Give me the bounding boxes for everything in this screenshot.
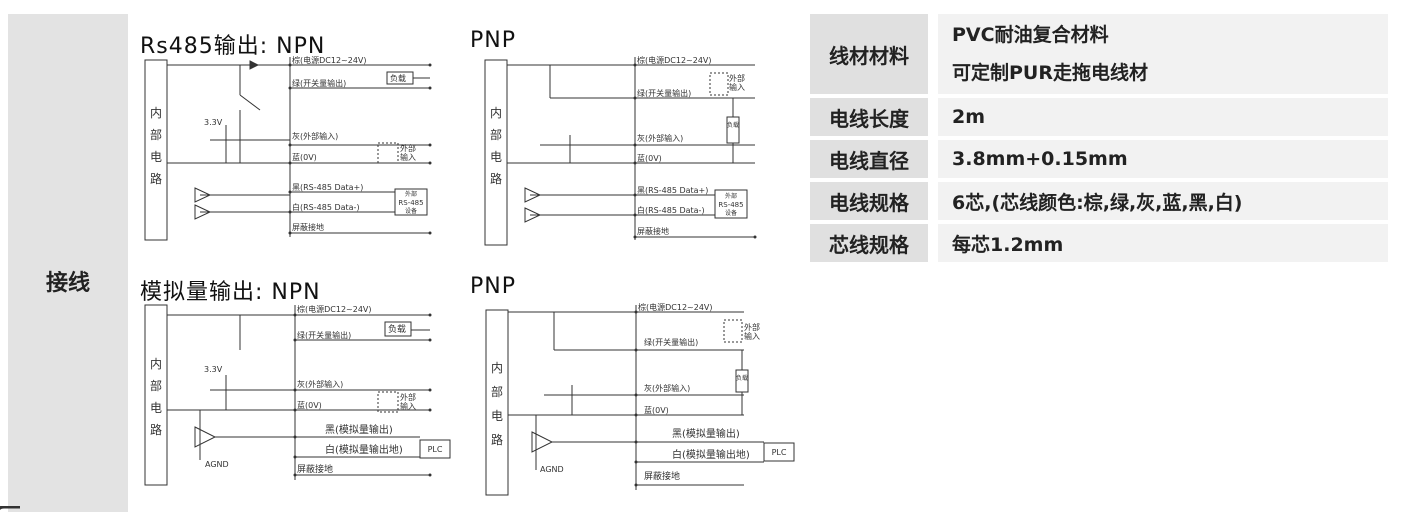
wire-white: 白(RS-485 Data-) <box>637 205 705 215</box>
internal-char-4: 路 <box>491 432 503 447</box>
wire-black: 黑(RS-485 Data+) <box>637 186 708 195</box>
spec-table: 线材材料 PVC耐油复合材料 可定制PUR走拖电线材 电线长度 2m 电线直径 … <box>810 14 1388 266</box>
internal-char-4: 路 <box>150 171 162 186</box>
wire-shield: 屏蔽接地 <box>292 222 324 232</box>
internal-char-1: 内 <box>150 357 162 371</box>
device-1: 外部 <box>725 192 737 200</box>
spec-key: 芯线规格 <box>810 224 938 266</box>
internal-char-3: 电 <box>150 150 162 164</box>
spec-row-core: 芯线规格 每芯1.2mm <box>810 224 1388 266</box>
wire-brown: 棕(电源DC12~24V) <box>292 55 367 65</box>
wire-black: 黑(RS-485 Data+) <box>292 183 363 192</box>
spec-value: PVC耐油复合材料 可定制PUR走拖电线材 <box>938 14 1388 98</box>
plc-label: PLC <box>772 448 787 457</box>
internal-char-1: 内 <box>150 106 162 120</box>
wire-shield: 屏蔽接地 <box>644 470 680 482</box>
load-label: 负载 <box>727 121 739 129</box>
spec-row-spec: 电线规格 6芯,(芯线颜色:棕,绿,灰,蓝,黑,白) <box>810 182 1388 224</box>
wire-brown: 棕(电源DC12~24V) <box>637 55 712 65</box>
spec-value: 2m <box>938 98 1388 140</box>
circuit-diagram-analog-npn: 内 部 电 路 3.3V AGND 棕(电源DC12~24V) 绿(开关量输出)… <box>144 304 451 486</box>
spec-value-line: 可定制PUR走拖电线材 <box>952 62 1148 84</box>
ext-input-1: 外部 <box>400 392 416 402</box>
circuit-title-rs485-pnp: PNP <box>470 28 516 53</box>
circuit-title-analog-pnp: PNP <box>470 274 516 299</box>
internal-char-4: 路 <box>490 171 502 186</box>
spec-value-line: PVC耐油复合材料 <box>952 24 1109 46</box>
spec-value: 6芯,(芯线颜色:棕,绿,灰,蓝,黑,白) <box>938 182 1388 224</box>
ext-input-1: 外部 <box>729 73 745 83</box>
spec-key: 电线直径 <box>810 140 938 182</box>
ext-input-2: 输入 <box>400 401 416 411</box>
spec-row-length: 电线长度 2m <box>810 98 1388 140</box>
internal-char-3: 电 <box>491 409 503 423</box>
wire-green: 绿(开关量输出) <box>644 337 698 347</box>
load-label: 负载 <box>736 374 748 382</box>
wire-black: 黑(模拟量输出) <box>672 427 740 440</box>
internal-char-3: 电 <box>490 150 502 164</box>
wire-brown: 棕(电源DC12~24V) <box>638 302 713 312</box>
wire-green: 绿(开关量输出) <box>297 330 351 340</box>
internal-char-1: 内 <box>491 361 503 375</box>
wire-blue: 蓝(0V) <box>637 153 662 163</box>
ext-input-2: 输入 <box>729 82 745 92</box>
corner-fragment <box>0 506 20 510</box>
circuit-title-rs485-npn: Rs485输出: NPN <box>140 34 326 59</box>
wire-brown: 棕(电源DC12~24V) <box>297 304 372 314</box>
wire-blue: 蓝(0V) <box>297 400 322 410</box>
device-1: 外部 <box>405 190 417 198</box>
device-3: 设备 <box>725 209 737 217</box>
spec-value: 每芯1.2mm <box>938 224 1388 266</box>
spec-row-material: 线材材料 PVC耐油复合材料 可定制PUR走拖电线材 <box>810 14 1388 98</box>
agnd-label: AGND <box>540 465 564 474</box>
internal-char-2: 部 <box>490 127 502 142</box>
device-3: 设备 <box>405 207 417 215</box>
circuit-diagram-analog-pnp: 内 部 电 路 AGND 棕(电源DC12~24V) 绿(开关量输出) 灰(外部… <box>485 302 795 496</box>
wire-white: 白(模拟量输出地) <box>672 448 750 461</box>
ext-input-2: 输入 <box>744 331 760 341</box>
ext-input-1: 外部 <box>400 143 416 153</box>
wire-green: 绿(开关量输出) <box>292 78 346 88</box>
internal-char-4: 路 <box>150 422 162 437</box>
wiring-label-band <box>8 14 128 512</box>
wire-blue: 蓝(0V) <box>644 405 669 415</box>
internal-char-3: 电 <box>150 401 162 415</box>
device-2: RS-485 <box>398 199 423 207</box>
voltage-label: 3.3V <box>204 118 223 127</box>
wire-gray: 灰(外部输入) <box>297 379 343 389</box>
circuit-diagram-rs485-npn: 内 部 电 路 3.3V 棕(电源DC12~24V) 绿(开关量输出) 灰(外部… <box>144 55 432 241</box>
spec-key: 线材材料 <box>810 14 938 98</box>
internal-char-2: 部 <box>491 384 503 399</box>
wire-blue: 蓝(0V) <box>292 152 317 162</box>
ext-input-1: 外部 <box>744 322 760 332</box>
wire-gray: 灰(外部输入) <box>644 383 690 393</box>
wire-gray: 灰(外部输入) <box>637 133 683 143</box>
agnd-label: AGND <box>205 460 229 469</box>
circuit-title-analog-npn: 模拟量输出: NPN <box>140 280 321 305</box>
wire-shield: 屏蔽接地 <box>297 463 333 475</box>
wire-green: 绿(开关量输出) <box>637 88 691 98</box>
internal-char-2: 部 <box>150 378 162 393</box>
wire-white: 白(RS-485 Data-) <box>292 202 360 212</box>
plc-label: PLC <box>428 445 443 454</box>
wire-white: 白(模拟量输出地) <box>325 443 403 456</box>
device-2: RS-485 <box>718 201 743 209</box>
internal-char-2: 部 <box>150 127 162 142</box>
wire-gray: 灰(外部输入) <box>292 131 338 141</box>
wire-shield: 屏蔽接地 <box>637 226 669 236</box>
wire-black: 黑(模拟量输出) <box>325 423 393 436</box>
circuit-diagram-rs485-pnp: 内 部 电 路 棕(电源DC12~24V) 绿(开关量输出) 灰(外部输入) 蓝… <box>484 55 757 246</box>
load-label: 负载 <box>388 323 406 335</box>
ext-input-2: 输入 <box>400 152 416 162</box>
voltage-label: 3.3V <box>204 365 223 374</box>
load-label: 负载 <box>390 73 406 83</box>
wiring-section-label: 接线 <box>45 271 90 296</box>
spec-key: 电线规格 <box>810 182 938 224</box>
spec-row-diameter: 电线直径 3.8mm+0.15mm <box>810 140 1388 182</box>
internal-char-1: 内 <box>490 106 502 120</box>
spec-key: 电线长度 <box>810 98 938 140</box>
spec-value: 3.8mm+0.15mm <box>938 140 1388 182</box>
